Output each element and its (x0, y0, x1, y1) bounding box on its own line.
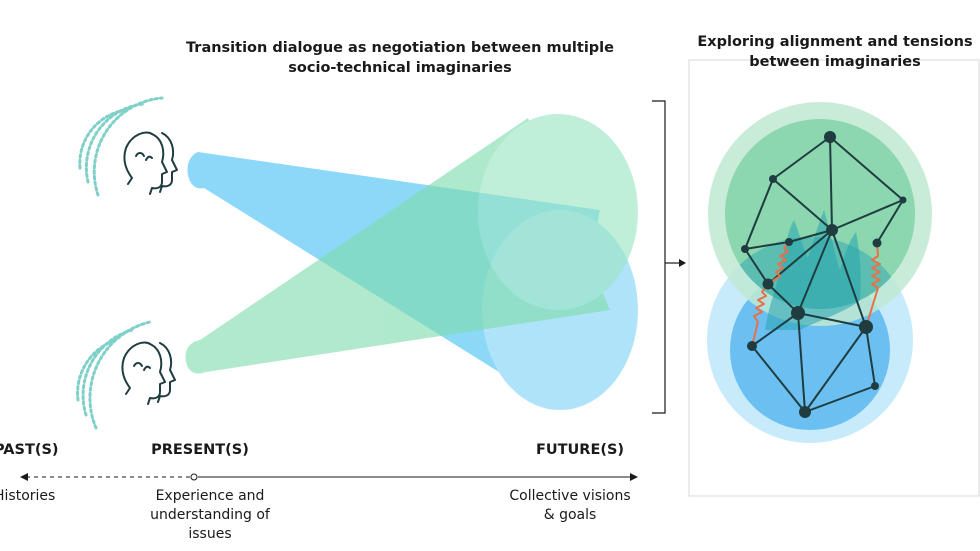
title-line: socio-technical imaginaries (288, 60, 512, 76)
present-marker (190, 473, 198, 481)
future-arrowhead (630, 473, 638, 481)
alignment-title: Exploring alignment and tensions between… (695, 32, 975, 72)
title-line: Transition dialogue as negotiation betwe… (186, 40, 614, 56)
past-arrowhead (20, 473, 28, 481)
desc-line: understanding of (150, 507, 270, 523)
desc-line: Collective visions (509, 488, 631, 504)
negotiation-title: Transition dialogue as negotiation betwe… (180, 38, 620, 78)
heads-icon-bottom (121, 341, 176, 405)
bracket-icon (652, 100, 666, 414)
network-edges (744, 136, 904, 413)
past-label: PAST(S) (0, 442, 59, 458)
desc-line: issues (188, 526, 232, 542)
desc-line: Experience and (155, 488, 265, 504)
desc-line: Histories (0, 488, 56, 504)
title-line: Exploring alignment and tensions (697, 34, 973, 50)
imaginaries-panel (688, 59, 980, 497)
title-line: between imaginaries (749, 54, 921, 70)
present-description: Experience and understanding of issues (130, 487, 290, 544)
speech-waves-icon (78, 96, 164, 197)
future-label: FUTURE(S) (535, 442, 625, 458)
desc-line: & goals (543, 507, 597, 523)
past-description: Histories (0, 487, 55, 506)
speech-waves-icon (76, 320, 152, 430)
future-description: Collective visions & goals (495, 487, 645, 525)
tension-springs (751, 241, 881, 347)
arrow-right-icon (665, 259, 686, 267)
heads-icon-top (123, 131, 178, 195)
green-imaginary-beam (185, 114, 638, 374)
timeline (20, 473, 638, 481)
network-nodes (741, 131, 907, 418)
present-label: PRESENT(S) (151, 442, 249, 458)
